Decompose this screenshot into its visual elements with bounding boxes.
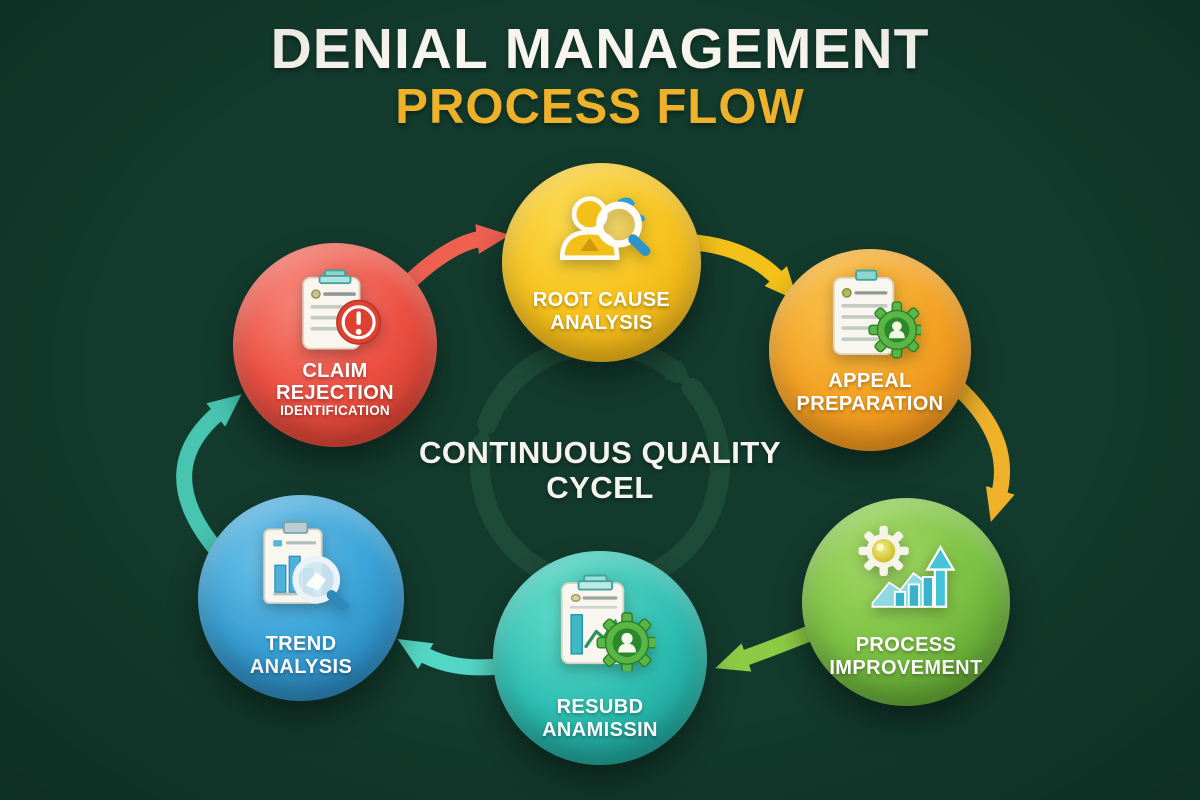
white-gear: [858, 525, 909, 577]
node-label-line: IMPROVEMENT: [829, 656, 983, 679]
node-label-line: PROCESS: [855, 634, 957, 656]
node-label-line: RESUBD: [556, 696, 644, 718]
node-label-line: APPEAL: [828, 370, 912, 392]
arrow-resubmission-to-trend: [397, 639, 510, 676]
gear-person-badge: [868, 301, 921, 359]
node-label: TREND ANALYSIS: [198, 633, 404, 679]
node-label-line: ROOT CAUSE: [532, 289, 671, 311]
node-resubmission: RESUBD ANAMISSIN: [493, 551, 707, 765]
node-label-line: TREND: [265, 633, 337, 655]
exclamation-badge: [336, 299, 382, 345]
clipboard-alert-icon: [302, 269, 382, 350]
node-appeal-preparation: APPEAL PREPARATION: [769, 249, 971, 451]
node-root-cause-analysis: ROOT CAUSE ANALYSIS: [502, 163, 701, 362]
arrow-appeal-to-process-improvement: [945, 375, 1015, 522]
node-label: APPEAL PREPARATION: [769, 370, 971, 416]
center-label-line: CYCEL: [546, 469, 654, 505]
node-label-line: ANALYSIS: [249, 655, 353, 678]
center-cycle-label: CONTINUOUS QUALITY CYCEL: [0, 435, 1200, 505]
gear-growth-chart-icon: [858, 525, 956, 608]
center-label-line: CONTINUOUS QUALITY: [418, 435, 782, 470]
node-label-line: PREPARATION: [796, 392, 944, 415]
clipboard-gear-icon: [832, 269, 921, 359]
node-label: ROOT CAUSE ANALYSIS: [502, 289, 701, 335]
gear-person-badge: [596, 612, 655, 671]
title-line-1: DENIAL MANAGEMENT: [270, 17, 930, 81]
node-label-line: CLAIM: [302, 360, 368, 382]
node-label-line: ANAMISSIN: [542, 718, 658, 741]
chart-magnifier-icon: [263, 521, 350, 611]
node-label: PROCESS IMPROVEMENT: [802, 634, 1010, 680]
cycle-arc: [620, 377, 730, 588]
clipboard-chart-gear-icon: [560, 574, 655, 671]
node-claim-rejection-identification: CLAIM REJECTION IDENTIFICATION: [233, 243, 437, 447]
node-label-line: ANALYSIS: [550, 311, 653, 334]
node-label: CLAIM REJECTION IDENTIFICATION: [233, 360, 437, 419]
node-label: RESUBD ANAMISSIN: [493, 696, 707, 742]
node-trend-analysis: TREND ANALYSIS: [198, 495, 404, 701]
node-process-improvement: PROCESS IMPROVEMENT: [802, 498, 1010, 706]
arrow-trend-to-claim: [176, 394, 242, 556]
node-label-line: REJECTION: [275, 382, 395, 404]
title-line-2: PROCESS FLOW: [395, 79, 805, 134]
arrow-root-cause-to-appeal: [682, 234, 798, 301]
node-label-line: IDENTIFICATION: [280, 403, 390, 418]
page-title: DENIAL MANAGEMENT PROCESS FLOW: [0, 17, 1200, 134]
person-magnifier-icon: [559, 196, 650, 261]
